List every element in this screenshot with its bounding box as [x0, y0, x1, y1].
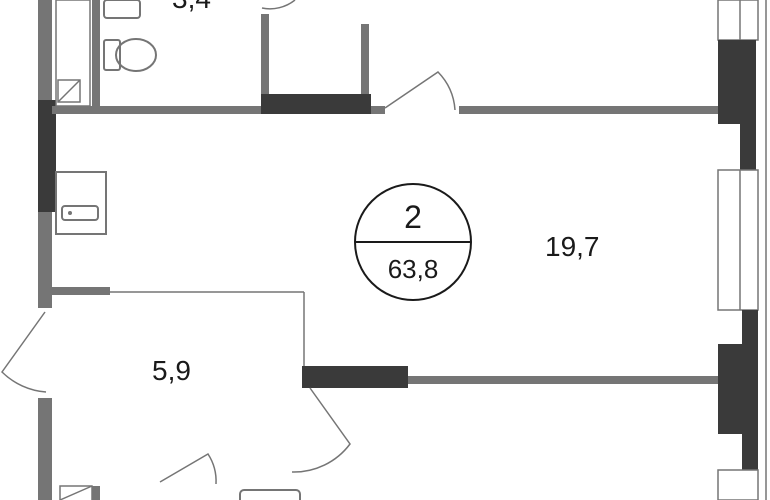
room-area-living: 19,7: [545, 231, 600, 262]
room-area-bathroom: 3,4: [172, 0, 211, 14]
bottom-fixture: [239, 489, 301, 500]
kitchen-sink-icon: [61, 205, 99, 221]
living-wall-lower: [408, 376, 720, 384]
bathroom-partition: [261, 14, 269, 110]
right-window-strip-3: [717, 469, 759, 500]
left-shaft-diag: [57, 79, 81, 103]
right-wall-column-2: [718, 344, 742, 434]
left-wall-top: [38, 0, 52, 100]
apartment-badge: 2 63,8: [354, 183, 472, 301]
right-wall-column-1b: [740, 40, 756, 170]
hall-wall-top: [52, 287, 110, 295]
bottom-wall: [92, 486, 100, 500]
upper-wall-left: [52, 106, 262, 114]
left-wall-bottom: [38, 398, 52, 500]
left-wall-column: [38, 100, 56, 212]
sink-icon: [103, 0, 141, 19]
room-area-hall: 5,9: [152, 355, 191, 386]
right-wall-column-2b: [742, 310, 758, 470]
entrance-door-arc: [1, 311, 47, 393]
left-shaft-inner: [57, 79, 81, 103]
bath-door-arc: [261, 0, 296, 10]
right-window-strip-2: [717, 169, 759, 311]
upper-wall-column: [261, 94, 371, 114]
left-wall-mid: [38, 212, 52, 308]
toilet-icon: [103, 38, 157, 72]
total-area: 63,8: [388, 254, 439, 284]
right-window-strip-1: [717, 0, 759, 41]
bathroom-right-wall: [92, 0, 100, 108]
living-wall-column: [302, 366, 408, 388]
right-wall-column-1: [718, 40, 740, 124]
door-arc-lower: [291, 387, 351, 473]
door-arc-bottom: [159, 452, 217, 485]
left-shaft: [55, 0, 91, 107]
door-arc-upper: [384, 71, 456, 111]
upper-wall-stub: [371, 106, 385, 114]
upper-wall-right: [459, 106, 719, 114]
room-count: 2: [404, 199, 422, 235]
closet-partition: [361, 24, 369, 110]
bottom-left-box-diag: [59, 485, 93, 500]
kitchen-counter: [55, 171, 107, 235]
